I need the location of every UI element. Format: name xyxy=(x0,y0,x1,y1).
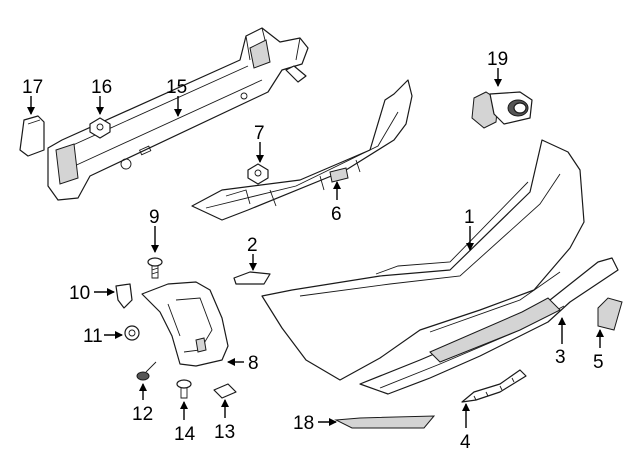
bracket-strip-4 xyxy=(461,369,527,403)
bumper-cover xyxy=(261,139,585,381)
lower-diffuser xyxy=(359,257,619,395)
callout-10: 10 xyxy=(69,283,90,304)
bracket-17 xyxy=(19,115,45,157)
nut-7 xyxy=(247,163,269,185)
leader-lines xyxy=(27,68,604,428)
callout-9: 9 xyxy=(149,207,160,228)
clip-10 xyxy=(115,283,133,309)
callout-17: 17 xyxy=(22,77,43,98)
pad-2 xyxy=(233,271,271,285)
callout-7: 7 xyxy=(254,123,265,144)
screw-9 xyxy=(147,257,163,279)
screw-14 xyxy=(176,379,192,399)
screw-12 xyxy=(136,361,157,381)
callout-13: 13 xyxy=(214,422,235,443)
grommet-11 xyxy=(124,325,140,341)
callout-19: 19 xyxy=(487,49,508,70)
callout-16: 16 xyxy=(91,77,112,98)
callout-3: 3 xyxy=(555,347,566,368)
side-bracket xyxy=(141,281,229,367)
callout-12: 12 xyxy=(132,404,153,425)
callout-15: 15 xyxy=(166,77,187,98)
callout-2: 2 xyxy=(247,235,258,256)
clip-13 xyxy=(213,383,237,399)
energy-absorber xyxy=(191,79,413,221)
callout-14: 14 xyxy=(174,424,196,445)
callout-5: 5 xyxy=(593,352,604,373)
callout-18: 18 xyxy=(293,413,314,434)
reflector-strip-18 xyxy=(334,415,436,429)
callout-4: 4 xyxy=(460,432,471,453)
reflector-5 xyxy=(597,297,623,331)
callout-8: 8 xyxy=(248,353,259,374)
callout-11: 11 xyxy=(83,326,103,347)
callout-6: 6 xyxy=(331,204,342,225)
nut-16 xyxy=(89,117,111,139)
park-sensor xyxy=(471,91,533,129)
callout-numbers: 17 16 15 7 6 19 1 2 9 10 11 8 12 14 13 3… xyxy=(22,49,604,453)
callout-1: 1 xyxy=(464,207,475,228)
